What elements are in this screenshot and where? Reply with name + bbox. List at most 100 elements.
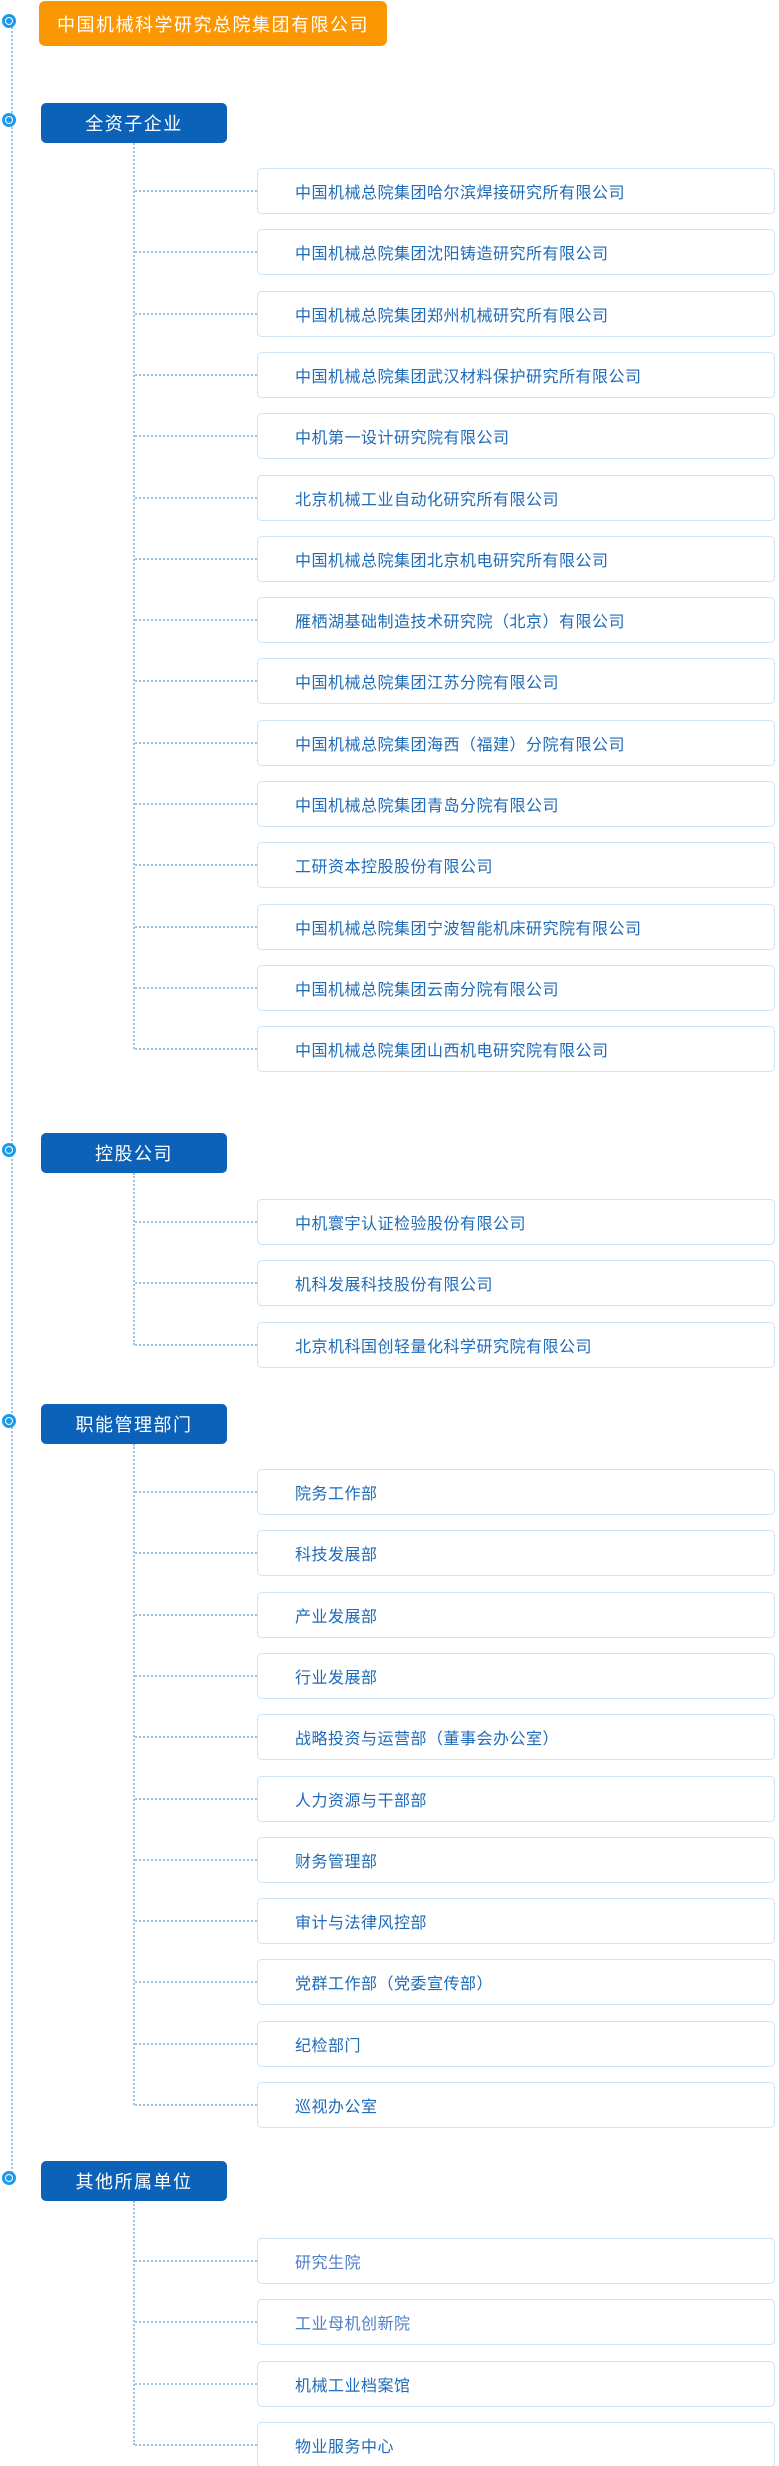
child-node[interactable]: 机械工业档案馆 bbox=[257, 2361, 775, 2407]
radio-bullet-icon bbox=[2, 113, 16, 127]
connector-hline bbox=[135, 435, 257, 437]
connector-hline bbox=[135, 1675, 257, 1677]
connector-hline bbox=[135, 1344, 257, 1346]
connector-hline bbox=[135, 1798, 257, 1800]
connector-hline bbox=[135, 2260, 257, 2262]
child-node[interactable]: 科技发展部 bbox=[257, 1530, 775, 1576]
tree-rail-line bbox=[11, 23, 13, 2181]
root-node[interactable]: 中国机械科学研究总院集团有限公司 bbox=[39, 1, 387, 46]
child-node[interactable]: 纪检部门 bbox=[257, 2021, 775, 2067]
child-node-label: 战略投资与运营部（董事会办公室） bbox=[295, 1731, 560, 1748]
child-node[interactable]: 工业母机创新院 bbox=[257, 2299, 775, 2345]
child-node[interactable]: 物业服务中心 bbox=[257, 2422, 775, 2466]
child-node[interactable]: 工研资本控股股份有限公司 bbox=[257, 842, 775, 888]
child-node[interactable]: 人力资源与干部部 bbox=[257, 1776, 775, 1822]
connector-hline bbox=[135, 251, 257, 253]
child-node-label: 物业服务中心 bbox=[295, 2439, 395, 2456]
child-node[interactable]: 雁栖湖基础制造技术研究院（北京）有限公司 bbox=[257, 597, 775, 643]
connector-hline bbox=[135, 1859, 257, 1861]
connector-hline bbox=[135, 926, 257, 928]
connector-hline bbox=[135, 1491, 257, 1493]
connector-hline bbox=[135, 742, 257, 744]
connector-hline bbox=[135, 1048, 257, 1050]
group-node[interactable]: 全资子企业 bbox=[41, 103, 227, 143]
group-node[interactable]: 职能管理部门 bbox=[41, 1404, 227, 1444]
child-node[interactable]: 北京机科国创轻量化科学研究院有限公司 bbox=[257, 1322, 775, 1368]
child-node-label: 院务工作部 bbox=[295, 1486, 378, 1503]
connector-vline bbox=[133, 2201, 135, 2445]
child-node[interactable]: 北京机械工业自动化研究所有限公司 bbox=[257, 475, 775, 521]
child-node-label: 中国机械总院集团江苏分院有限公司 bbox=[295, 675, 560, 692]
child-node-label: 北京机械工业自动化研究所有限公司 bbox=[295, 492, 560, 509]
child-node[interactable]: 审计与法律风控部 bbox=[257, 1898, 775, 1944]
child-node[interactable]: 中国机械总院集团武汉材料保护研究所有限公司 bbox=[257, 352, 775, 398]
connector-hline bbox=[135, 497, 257, 499]
group-node-label: 全资子企业 bbox=[85, 114, 183, 134]
child-node-label: 人力资源与干部部 bbox=[295, 1793, 428, 1810]
connector-hline bbox=[135, 1920, 257, 1922]
child-node[interactable]: 中国机械总院集团云南分院有限公司 bbox=[257, 965, 775, 1011]
child-node[interactable]: 中国机械总院集团郑州机械研究所有限公司 bbox=[257, 291, 775, 337]
child-node[interactable]: 财务管理部 bbox=[257, 1837, 775, 1883]
connector-hline bbox=[135, 2043, 257, 2045]
child-node-label: 巡视办公室 bbox=[295, 2099, 378, 2116]
child-node-label: 中国机械总院集团哈尔滨焊接研究所有限公司 bbox=[295, 185, 626, 202]
connector-hline bbox=[135, 864, 257, 866]
connector-hline bbox=[135, 313, 257, 315]
child-node[interactable]: 中国机械总院集团青岛分院有限公司 bbox=[257, 781, 775, 827]
child-node[interactable]: 中国机械总院集团沈阳铸造研究所有限公司 bbox=[257, 229, 775, 275]
group-node-label: 其他所属单位 bbox=[75, 2172, 193, 2192]
connector-vline bbox=[133, 1173, 135, 1345]
child-node[interactable]: 巡视办公室 bbox=[257, 2082, 775, 2128]
child-node-label: 机械工业档案馆 bbox=[295, 2378, 411, 2395]
group-node-label: 职能管理部门 bbox=[75, 1415, 193, 1435]
child-node[interactable]: 机科发展科技股份有限公司 bbox=[257, 1260, 775, 1306]
child-node-label: 研究生院 bbox=[295, 2255, 362, 2272]
connector-hline bbox=[135, 1282, 257, 1284]
connector-hline bbox=[135, 1614, 257, 1616]
child-node[interactable]: 中国机械总院集团北京机电研究所有限公司 bbox=[257, 536, 775, 582]
connector-vline bbox=[133, 143, 135, 1049]
connector-hline bbox=[135, 2321, 257, 2323]
connector-hline bbox=[135, 803, 257, 805]
connector-hline bbox=[135, 2104, 257, 2106]
child-node[interactable]: 院务工作部 bbox=[257, 1469, 775, 1515]
group-node[interactable]: 控股公司 bbox=[41, 1133, 227, 1173]
connector-hline bbox=[135, 2444, 257, 2446]
connector-hline bbox=[135, 1552, 257, 1554]
child-node-label: 中国机械总院集团郑州机械研究所有限公司 bbox=[295, 308, 609, 325]
child-node[interactable]: 行业发展部 bbox=[257, 1653, 775, 1699]
group-node[interactable]: 其他所属单位 bbox=[41, 2161, 227, 2201]
radio-bullet-dot bbox=[6, 17, 12, 24]
child-node[interactable]: 战略投资与运营部（董事会办公室） bbox=[257, 1714, 775, 1760]
child-node-label: 产业发展部 bbox=[295, 1609, 378, 1626]
child-node-label: 雁栖湖基础制造技术研究院（北京）有限公司 bbox=[295, 614, 626, 631]
child-node-label: 中国机械总院集团青岛分院有限公司 bbox=[295, 798, 560, 815]
child-node[interactable]: 中国机械总院集团山西机电研究院有限公司 bbox=[257, 1026, 775, 1072]
child-node-label: 中机第一设计研究院有限公司 bbox=[295, 430, 510, 447]
connector-hline bbox=[135, 1221, 257, 1223]
child-node[interactable]: 产业发展部 bbox=[257, 1592, 775, 1638]
connector-vline bbox=[133, 1444, 135, 2105]
child-node-label: 财务管理部 bbox=[295, 1854, 378, 1871]
connector-hline bbox=[135, 190, 257, 192]
child-node[interactable]: 中国机械总院集团江苏分院有限公司 bbox=[257, 658, 775, 704]
group-node-label: 控股公司 bbox=[95, 1144, 173, 1164]
child-node[interactable]: 中国机械总院集团海西（福建）分院有限公司 bbox=[257, 720, 775, 766]
radio-bullet-icon bbox=[2, 2171, 16, 2185]
child-node[interactable]: 中国机械总院集团宁波智能机床研究院有限公司 bbox=[257, 904, 775, 950]
connector-hline bbox=[135, 374, 257, 376]
child-node-label: 纪检部门 bbox=[295, 2038, 362, 2055]
child-node-label: 中机寰宇认证检验股份有限公司 bbox=[295, 1216, 527, 1233]
child-node-label: 工业母机创新院 bbox=[295, 2316, 411, 2333]
child-node[interactable]: 党群工作部（党委宣传部） bbox=[257, 1959, 775, 2005]
child-node[interactable]: 中国机械总院集团哈尔滨焊接研究所有限公司 bbox=[257, 168, 775, 214]
child-node-label: 中国机械总院集团云南分院有限公司 bbox=[295, 982, 560, 999]
child-node[interactable]: 中机第一设计研究院有限公司 bbox=[257, 413, 775, 459]
radio-bullet-dot bbox=[6, 117, 12, 123]
child-node[interactable]: 研究生院 bbox=[257, 2238, 775, 2284]
connector-hline bbox=[135, 619, 257, 621]
child-node-label: 工研资本控股股份有限公司 bbox=[295, 859, 494, 876]
connector-hline bbox=[135, 558, 257, 560]
child-node[interactable]: 中机寰宇认证检验股份有限公司 bbox=[257, 1199, 775, 1245]
